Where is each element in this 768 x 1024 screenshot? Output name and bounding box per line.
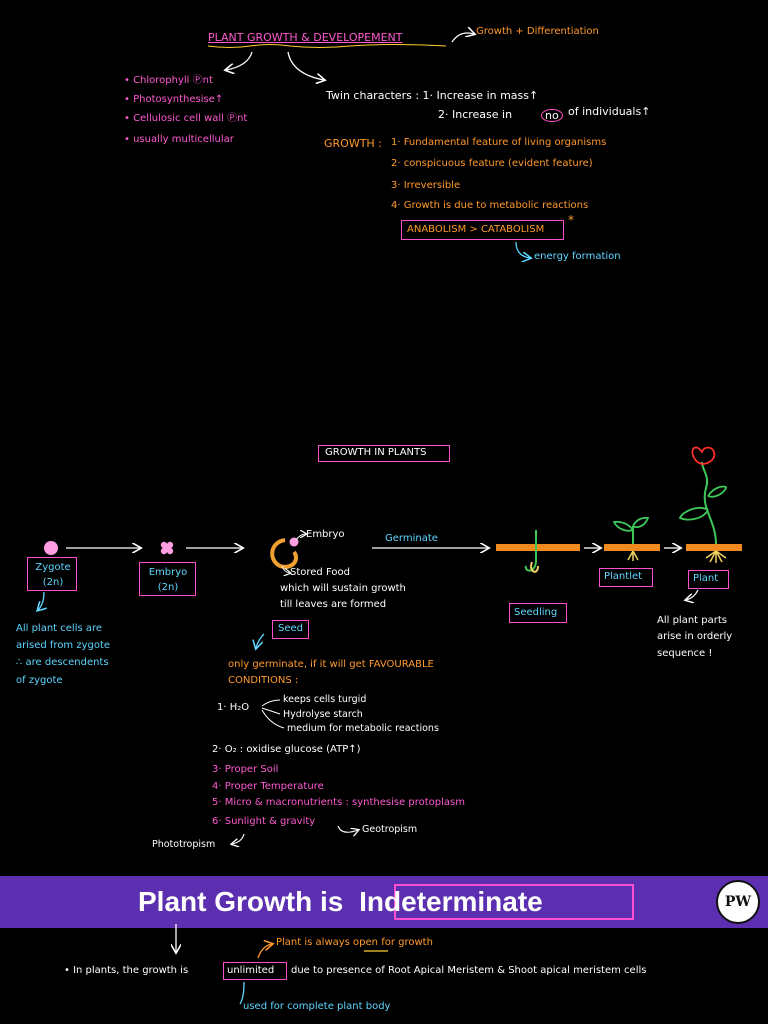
seed-box <box>272 620 309 639</box>
embryo-pointer <box>295 534 306 541</box>
banner-title: Plant Growth is Indeterminate <box>138 886 543 918</box>
zygote-cell <box>44 541 58 555</box>
stored-food-pointer <box>281 565 290 573</box>
seedling-box <box>509 603 567 623</box>
seedling-label: Seedling <box>514 607 558 618</box>
title-underline <box>207 44 447 48</box>
geotropism-arrow <box>337 825 358 832</box>
plantlet-drawing <box>604 516 660 561</box>
seedling-drawing <box>496 530 580 573</box>
unlimited-line-b: due to presence of Root Apical Meristem … <box>291 965 647 976</box>
banner-prefix: Plant Growth is <box>138 886 344 917</box>
plantlet-box <box>599 568 653 587</box>
traits-arrow <box>226 51 253 70</box>
germinate-label: Germinate <box>385 533 438 544</box>
open-for-growth-note: Plant is always open for growth <box>276 937 433 948</box>
open-growth-arrow <box>257 944 272 959</box>
star-mark: * <box>568 213 574 227</box>
used-for-arrow <box>239 981 245 1005</box>
stored-food-2: which will sustain growth <box>280 583 406 594</box>
condition-h2o: 1· H₂O <box>217 702 250 713</box>
plant-note-2: arise in orderly <box>657 631 733 642</box>
twin-characters-2a: 2· Increase in <box>438 108 513 121</box>
growth-in-plants-box <box>318 445 450 462</box>
embryo-annotation: Embryo <box>306 529 345 540</box>
twin-characters-2b: of individuals↑ <box>568 105 651 118</box>
plant-note-3: sequence ! <box>657 648 713 659</box>
energy-formation: energy formation <box>534 251 621 262</box>
phototropism-label: Phototropism <box>152 839 216 850</box>
banner <box>0 876 768 928</box>
condition-nutrients: 5· Micro & macronutrients : synthesise p… <box>212 797 466 808</box>
condition-temperature: 4· Proper Temperature <box>212 781 324 792</box>
zygote-note-3: ∴ are descendents <box>16 657 109 668</box>
embryo-box <box>139 562 196 596</box>
stored-food-3: till leaves are formed <box>280 599 387 610</box>
stored-food-1: Stored Food <box>290 567 350 578</box>
zygote-note-1: All plant cells are <box>16 623 103 634</box>
condition-sunlight: 6· Sunlight & gravity <box>212 816 316 827</box>
geotropism-label: Geotropism <box>362 824 418 835</box>
h2o-turgid: keeps cells turgid <box>283 694 367 705</box>
plant-label: Plant <box>693 573 719 584</box>
zygote-note-2: arised from zygote <box>16 640 111 651</box>
twin-characters-1: Twin characters : 1· Increase in mass↑ <box>326 89 539 102</box>
plant-note-arrow <box>686 589 699 600</box>
embryo-label: Embryo (2n) <box>148 567 188 593</box>
zygote-label: Zygote (2n) <box>35 562 71 588</box>
condition-intro-1: only germinate, if it will get FAVOURABL… <box>228 659 434 670</box>
zygote-note-4: of zygote <box>16 675 63 686</box>
condition-soil: 3· Proper Soil <box>212 764 279 775</box>
pw-logo: PW <box>716 880 760 924</box>
plant-box <box>688 570 729 589</box>
used-for-note: used for complete plant body <box>243 1001 391 1012</box>
unlimited-word: unlimited <box>227 965 275 976</box>
plant-note-1: All plant parts <box>657 615 727 626</box>
condition-o2: 2· O₂ : oxidise glucose (ATP↑) <box>212 744 361 755</box>
growth-label: GROWTH : <box>324 137 382 150</box>
twin-arrow <box>287 51 324 80</box>
seed-drawing <box>270 537 299 569</box>
growth-differentiation-note: Growth + Differentiation <box>476 26 599 37</box>
growth-in-plants-heading: GROWTH IN PLANTS <box>325 447 427 458</box>
phototropism-arrow <box>232 833 245 844</box>
seed-box-pointer <box>256 633 265 648</box>
trait-cell-wall: • Cellulosic cell wall Ⓟnt <box>124 113 248 124</box>
h2o-hydrolyse: Hydrolyse starch <box>283 709 363 720</box>
growth-point-1: 1· Fundamental feature of living organis… <box>391 137 607 148</box>
twin-characters-no: no <box>541 109 563 122</box>
trait-photosynthesis: • Photosynthesise↑ <box>124 94 224 105</box>
growth-diff-arrow <box>451 33 474 43</box>
indeterminate-box <box>394 884 634 920</box>
h2o-medium: medium for metabolic reactions <box>287 723 439 734</box>
embryo-cells <box>160 541 174 555</box>
plantlet-label: Plantlet <box>604 571 643 582</box>
zygote-note-arrow <box>38 591 44 610</box>
anabolism-box <box>401 220 564 240</box>
unlimited-line-a: • In plants, the growth is <box>64 965 189 976</box>
h2o-brace-arrows <box>261 699 285 729</box>
unlimited-box <box>223 962 287 980</box>
pw-logo-text: PW <box>724 894 752 910</box>
page-title: PLANT GROWTH & DEVELOPEMENT <box>208 31 403 44</box>
growth-point-2: 2· conspicuous feature (evident feature) <box>391 158 593 169</box>
plant-drawing <box>678 446 742 563</box>
condition-intro-2: CONDITIONS : <box>228 675 299 686</box>
zygote-box <box>27 557 77 591</box>
trait-chlorophyll: • Chlorophyll Ⓟnt <box>124 75 213 86</box>
growth-point-4: 4· Growth is due to metabolic reactions <box>391 200 589 211</box>
seed-label: Seed <box>278 623 303 634</box>
growth-point-3: 3· Irreversible <box>391 180 461 191</box>
trait-multicellular: • usually multicellular <box>124 134 234 145</box>
banner-boxed: Indeterminate <box>359 886 543 917</box>
energy-arrow <box>515 241 530 258</box>
anabolism-text: ANABOLISM > CATABOLISM <box>407 224 545 235</box>
